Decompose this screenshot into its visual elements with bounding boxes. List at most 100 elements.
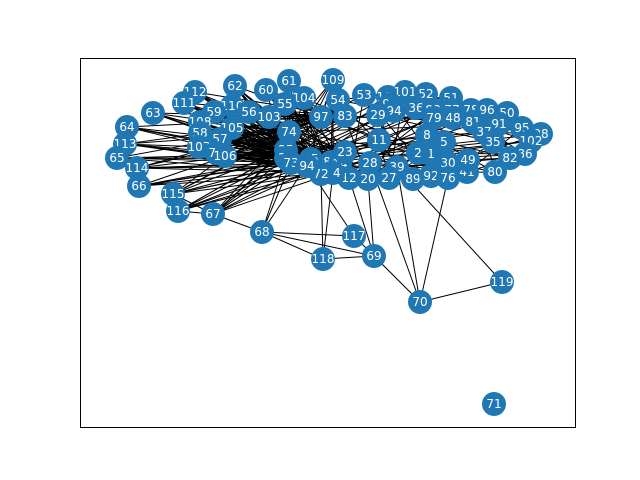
graph-node-label: 56 bbox=[241, 105, 256, 119]
graph-node-label: 117 bbox=[343, 229, 366, 243]
graph-node-label: 29 bbox=[370, 108, 385, 122]
graph-node-label: 60 bbox=[258, 83, 273, 97]
graph-node-circle bbox=[237, 100, 261, 124]
graph-node-circle bbox=[367, 128, 391, 152]
graph-node-label: 63 bbox=[145, 106, 160, 120]
plot-frame bbox=[80, 58, 576, 428]
graph-node-label: 82 bbox=[502, 151, 517, 165]
graph-node-circle bbox=[166, 199, 190, 223]
graph-node: 61 bbox=[277, 69, 301, 93]
graph-node: 67 bbox=[201, 202, 225, 226]
graph-node: 94 bbox=[295, 154, 319, 178]
graph-node-label: 68 bbox=[254, 225, 269, 239]
graph-node-circle bbox=[257, 105, 281, 129]
graph-node: 2 bbox=[406, 141, 430, 165]
graph-node-circle bbox=[105, 146, 129, 170]
graph-node-label: 79 bbox=[426, 111, 441, 125]
graph-node-label: 83 bbox=[337, 109, 352, 123]
graph-node-label: 101 bbox=[394, 85, 417, 99]
graph-node-circle bbox=[311, 247, 335, 271]
graph-node-label: 52 bbox=[418, 87, 433, 101]
graph-node-circle bbox=[490, 270, 514, 294]
nodes: 1126261109601041101115554531001015251635… bbox=[105, 68, 553, 416]
graph-node-label: 8 bbox=[423, 128, 431, 142]
graph-node: 66 bbox=[127, 174, 151, 198]
graph-node: 104 bbox=[292, 86, 316, 110]
graph-node-circle bbox=[213, 144, 237, 168]
graph-node-label: 104 bbox=[293, 91, 316, 105]
graph-node: 20 bbox=[356, 167, 380, 191]
graph-node-circle bbox=[254, 78, 278, 102]
graph-edge bbox=[369, 162, 421, 303]
graph-edge bbox=[138, 157, 287, 187]
graph-node-label: 94 bbox=[299, 159, 314, 173]
graph-node-circle bbox=[498, 146, 522, 170]
graph-node-circle bbox=[273, 92, 297, 116]
graph-node: 70 bbox=[408, 290, 432, 314]
graph-node-circle bbox=[172, 91, 196, 115]
graph-node-circle bbox=[295, 154, 319, 178]
graph-node-label: 111 bbox=[173, 96, 196, 110]
graph-node: 118 bbox=[311, 247, 335, 271]
graph-node-label: 65 bbox=[109, 151, 124, 165]
graph-node: 74 bbox=[277, 120, 301, 144]
graph-node-label: 119 bbox=[491, 275, 514, 289]
graph-node-circle bbox=[127, 174, 151, 198]
graph-node-label: 89 bbox=[405, 172, 420, 186]
graph-node: 49 bbox=[456, 148, 480, 172]
graph-node-label: 36 bbox=[408, 101, 423, 115]
graph-node-label: 76 bbox=[440, 171, 455, 185]
graph-node-label: 11 bbox=[371, 133, 386, 147]
graph-edge bbox=[261, 231, 355, 237]
graph-node-circle bbox=[342, 224, 366, 248]
graph-node-circle bbox=[482, 392, 506, 416]
graph-node-label: 114 bbox=[126, 161, 149, 175]
graph-node-circle bbox=[333, 104, 357, 128]
graph-node-circle bbox=[223, 74, 247, 98]
graph-node-label: 116 bbox=[167, 204, 190, 218]
graph-node-label: 94 bbox=[386, 104, 401, 118]
graph-node: 27 bbox=[377, 166, 401, 190]
graph-node-label: 30 bbox=[440, 156, 455, 170]
graph-node-circle bbox=[277, 69, 301, 93]
graph-node-label: 80 bbox=[487, 165, 502, 179]
graph-edge bbox=[396, 166, 421, 303]
graph-node-circle bbox=[408, 290, 432, 314]
graph-node: 65 bbox=[105, 146, 129, 170]
graph-node-label: 2 bbox=[414, 146, 422, 160]
graph-node-circle bbox=[362, 244, 386, 268]
graph-node-circle bbox=[201, 202, 225, 226]
graph-edge bbox=[172, 162, 292, 195]
graph-node: 62 bbox=[223, 74, 247, 98]
graph-node: 109 bbox=[321, 68, 345, 92]
graph-node-label: 97 bbox=[313, 110, 328, 124]
graph-node-circle bbox=[352, 83, 376, 107]
graph-node: 76 bbox=[436, 166, 460, 190]
graph-node: 119 bbox=[490, 270, 514, 294]
graph-node: 56 bbox=[237, 100, 261, 124]
graph-node: 11 bbox=[367, 128, 391, 152]
graph-node-label: 23 bbox=[337, 145, 352, 159]
graph-edge bbox=[348, 177, 375, 257]
graph-node: 80 bbox=[483, 160, 507, 184]
graph-node-label: 106 bbox=[214, 149, 237, 163]
graph-edge bbox=[261, 231, 375, 257]
graph-node: 89 bbox=[401, 167, 425, 191]
graph-edge bbox=[212, 157, 287, 215]
graph-node-circle bbox=[309, 105, 333, 129]
graph-node-label: 55 bbox=[277, 97, 292, 111]
graph-node-circle bbox=[277, 120, 301, 144]
graph-node: 69 bbox=[362, 244, 386, 268]
graph-node-circle bbox=[415, 123, 439, 147]
graph-node: 82 bbox=[498, 146, 522, 170]
graph-node-label: 49 bbox=[460, 153, 475, 167]
graph-node: 71 bbox=[482, 392, 506, 416]
graph-node: 103 bbox=[257, 105, 281, 129]
graph-node-label: 118 bbox=[312, 252, 335, 266]
graph-node-circle bbox=[406, 141, 430, 165]
graph-node-label: 115 bbox=[162, 187, 185, 201]
graph-node: 111 bbox=[172, 91, 196, 115]
graph-node: 8 bbox=[415, 123, 439, 147]
graph-node-circle bbox=[125, 156, 149, 180]
graph-node: 97 bbox=[309, 105, 333, 129]
